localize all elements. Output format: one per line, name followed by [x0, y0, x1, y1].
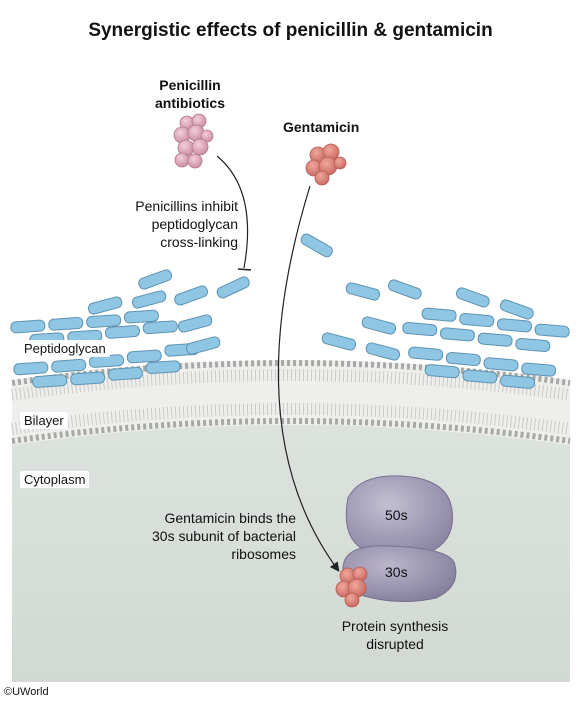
ribosome	[342, 475, 457, 603]
outcome-text: Protein synthesis disrupted	[341, 618, 449, 652]
gentamicin-action-text: Gentamicin binds the 30s subunit of bact…	[152, 510, 296, 562]
ribosome-30s-label: 30s	[385, 564, 408, 580]
penicillin-inhibition-arrow	[216, 155, 249, 269]
peptidoglycan-label: Peptidoglycan	[20, 340, 110, 357]
ribosome-50s-label: 50s	[385, 507, 408, 523]
peptidoglycan-mesh-left	[10, 269, 250, 388]
gentamicin-path-arrow	[277, 185, 340, 572]
diagram-title: Synergistic effects of penicillin & gent…	[88, 20, 493, 41]
penicillin-molecule	[173, 113, 214, 169]
inhibition-bar	[237, 268, 252, 271]
cytoplasm-label: Cytoplasm	[20, 471, 90, 488]
gentamicin-bound	[335, 566, 368, 608]
bilayer-label: Bilayer	[20, 412, 68, 429]
gentamicin-molecule	[305, 143, 347, 186]
peptidoglycan-mesh-right	[300, 233, 570, 389]
credit-text: ©UWorld	[4, 686, 49, 698]
penicillin-action-text: Penicillins inhibit peptidoglycan cross-…	[135, 198, 238, 250]
gentamicin-label: Gentamicin	[283, 119, 360, 135]
penicillin-label: Penicillin antibiotics	[154, 77, 225, 111]
cytoplasm-region	[12, 407, 570, 682]
